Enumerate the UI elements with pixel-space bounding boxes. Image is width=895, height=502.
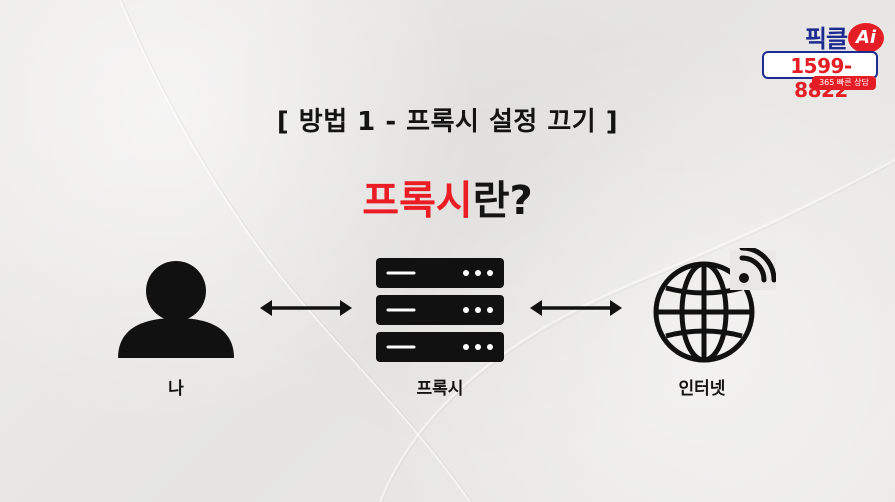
node-label-proxy: 프록시 (416, 379, 464, 399)
person-icon (118, 261, 234, 358)
globe-wifi-icon (653, 248, 776, 363)
node-label-internet: 인터넷 (678, 379, 726, 399)
logo-ai-badge: Ai (848, 23, 884, 53)
server-icon (376, 258, 504, 362)
logo-tagline: 365 빠른 상담 (812, 76, 876, 90)
logo-brand: 픽클 (804, 25, 848, 53)
node-label-me: 나 (168, 379, 184, 399)
brand-logo: 픽클 Ai 1599-8822 365 빠른 상담 (762, 13, 884, 102)
slide-heading: 프록시란? (0, 168, 895, 226)
heading-rest: 란? (472, 178, 533, 224)
double-arrow-icon (530, 300, 622, 316)
heading-accent: 프록시 (362, 178, 473, 224)
logo-top: 픽클 Ai (776, 15, 884, 55)
double-arrow-icon (260, 300, 352, 316)
slide-title: [ 방법 1 - 프록시 설정 끄기 ] (276, 107, 619, 137)
logo-phone-band: 1599-8822 (762, 51, 878, 102)
